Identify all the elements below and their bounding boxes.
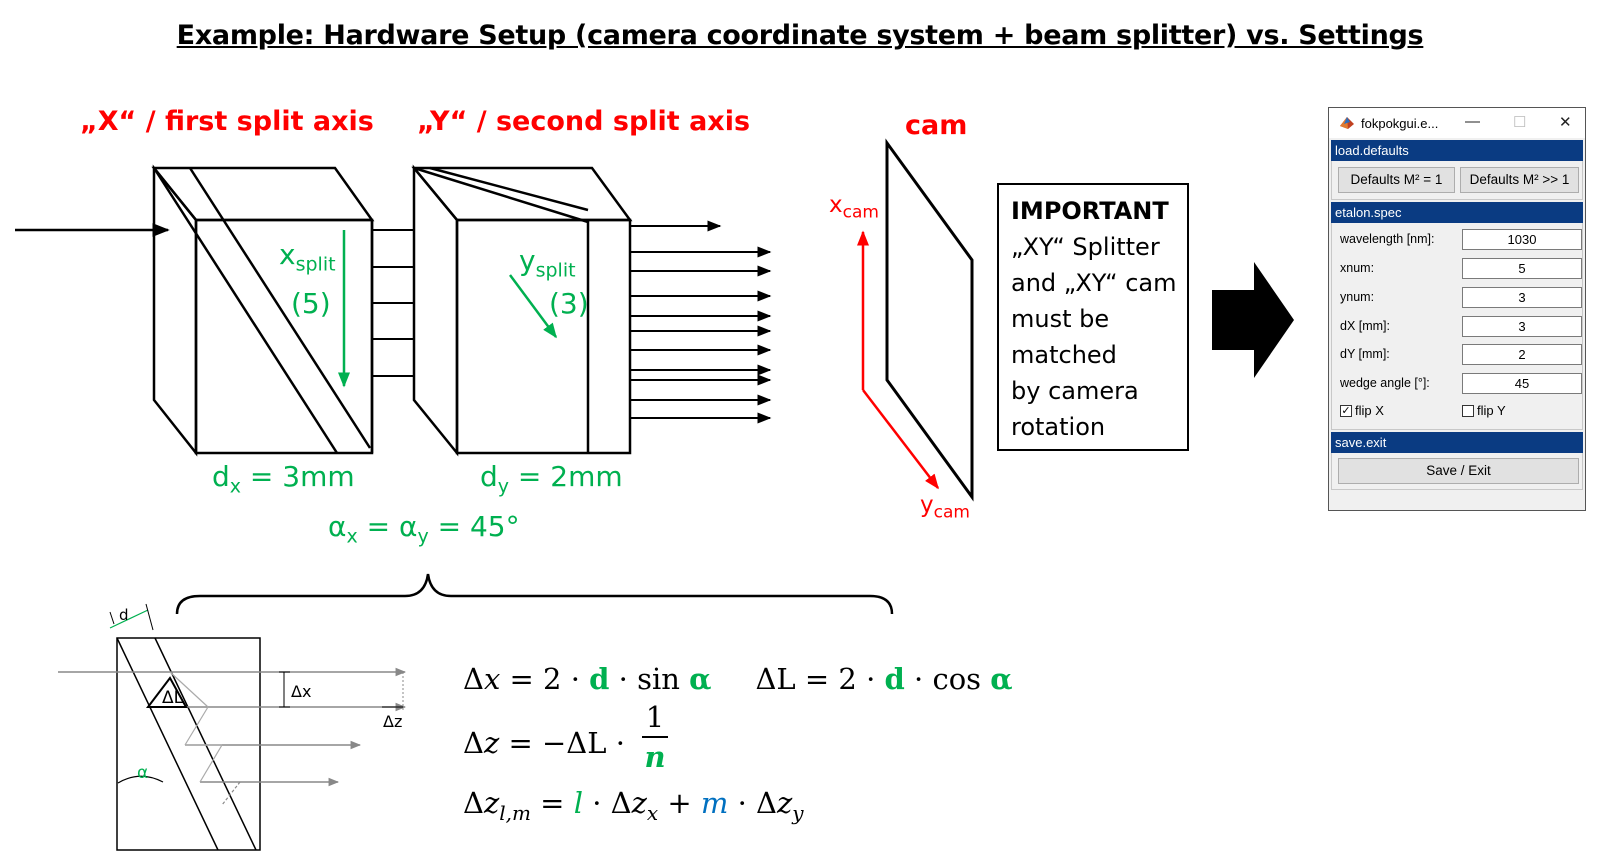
- second-splitter: [411, 164, 633, 457]
- dy-mm-label: dY [mm]:: [1340, 347, 1390, 361]
- wedge-detail-diagram: d ΔL Δx Δz α: [58, 603, 407, 851]
- window-titlebar[interactable]: fokpokgui.e... — ☐ ✕: [1329, 108, 1585, 138]
- alpha-label: αx = αy = 45°: [328, 510, 520, 548]
- camera-sensor: [885, 138, 974, 502]
- dx-mm-input[interactable]: 3: [1462, 316, 1582, 337]
- x-cam-label: xcam: [829, 192, 879, 223]
- checkmark-icon: ✓: [1340, 404, 1352, 417]
- close-button[interactable]: ✕: [1559, 114, 1572, 131]
- important-line: by camera: [1011, 377, 1139, 405]
- formula-dzlm: Δzl,m = l · Δzx + m · Δzy: [463, 786, 804, 825]
- xnum-input[interactable]: 5: [1462, 258, 1582, 279]
- formula-dz: Δz = −ΔL ·: [463, 726, 625, 760]
- wavelength-input[interactable]: 1030: [1462, 229, 1582, 250]
- detail-d-label: d: [119, 606, 129, 624]
- detail-dx-label: Δx: [291, 682, 311, 701]
- curly-brace: [175, 573, 894, 615]
- load-defaults-panel: Defaults M² = 1 Defaults M² >> 1: [1331, 161, 1583, 200]
- xnum-label: xnum:: [1340, 261, 1375, 275]
- dx-mm-label: dX [mm]:: [1340, 319, 1391, 333]
- wedge-angle-input[interactable]: 45: [1462, 373, 1582, 394]
- y-cam-arrow: [862, 389, 939, 490]
- etalon-spec-panel: wavelength [nm]: 1030 xnum: 5 ynum: 3 dX…: [1331, 223, 1583, 430]
- wavelength-label: wavelength [nm]:: [1340, 232, 1435, 246]
- important-heading: IMPORTANT: [1011, 197, 1169, 225]
- cam-label: cam: [905, 110, 968, 141]
- formula-dz-fraction: 1 n: [642, 700, 668, 774]
- minimize-button[interactable]: —: [1465, 113, 1480, 130]
- etalon-spec-header: etalon.spec: [1331, 202, 1583, 223]
- flip-y-checkbox[interactable]: flip Y: [1462, 403, 1506, 418]
- save-exit-button[interactable]: Save / Exit: [1338, 458, 1579, 484]
- checkbox-empty-icon: [1462, 404, 1474, 417]
- y-split-arrow: [508, 274, 558, 339]
- detail-alpha-label: α: [137, 763, 148, 783]
- first-splitter: [151, 164, 375, 457]
- y-split-count: (3): [549, 287, 589, 320]
- defaults-m2-gt1-button[interactable]: Defaults M² >> 1: [1460, 167, 1579, 193]
- intermediate-beams: [372, 229, 415, 377]
- ynum-input[interactable]: 3: [1462, 287, 1582, 308]
- flip-x-checkbox[interactable]: ✓flip X: [1340, 403, 1384, 418]
- important-line: matched: [1011, 341, 1117, 369]
- detail-dz-label: Δz: [383, 712, 402, 731]
- save-exit-header: save.exit: [1331, 432, 1583, 453]
- first-split-axis-label: „X“ / first split axis: [80, 106, 374, 137]
- x-split-label: xsplit: [279, 238, 336, 276]
- dy-label: dy = 2mm: [480, 460, 623, 498]
- x-split-count: (5): [291, 287, 331, 320]
- important-line: „XY“ Splitter: [1011, 233, 1160, 261]
- page-title: Example: Hardware Setup (camera coordina…: [176, 20, 1424, 51]
- wedge-angle-label: wedge angle [°]:: [1340, 376, 1430, 390]
- matlab-icon: [1340, 117, 1354, 129]
- ynum-label: ynum:: [1340, 290, 1375, 304]
- output-beams: [630, 220, 772, 424]
- settings-window: fokpokgui.e... — ☐ ✕ load.defaults Defau…: [1328, 107, 1586, 511]
- maximize-button[interactable]: ☐: [1513, 114, 1527, 131]
- detail-dL-label: ΔL: [162, 688, 184, 708]
- big-right-arrow: [1212, 262, 1294, 378]
- window-title: fokpokgui.e...: [1361, 115, 1439, 131]
- dy-mm-input[interactable]: 2: [1462, 344, 1582, 365]
- important-line: and „XY“ cam: [1011, 269, 1177, 297]
- defaults-m2-1-button[interactable]: Defaults M² = 1: [1338, 167, 1455, 193]
- important-line: rotation: [1011, 413, 1106, 441]
- important-line: must be: [1011, 305, 1110, 333]
- dx-label: dx = 3mm: [212, 460, 355, 498]
- y-cam-label: ycam: [920, 492, 970, 523]
- load-defaults-header: load.defaults: [1331, 140, 1583, 161]
- y-split-label: ysplit: [519, 244, 576, 282]
- save-exit-panel: Save / Exit: [1331, 453, 1583, 490]
- second-split-axis-label: „Y“ / second split axis: [417, 106, 751, 137]
- important-note: IMPORTANT „XY“ Splitter and „XY“ cam mus…: [997, 183, 1189, 451]
